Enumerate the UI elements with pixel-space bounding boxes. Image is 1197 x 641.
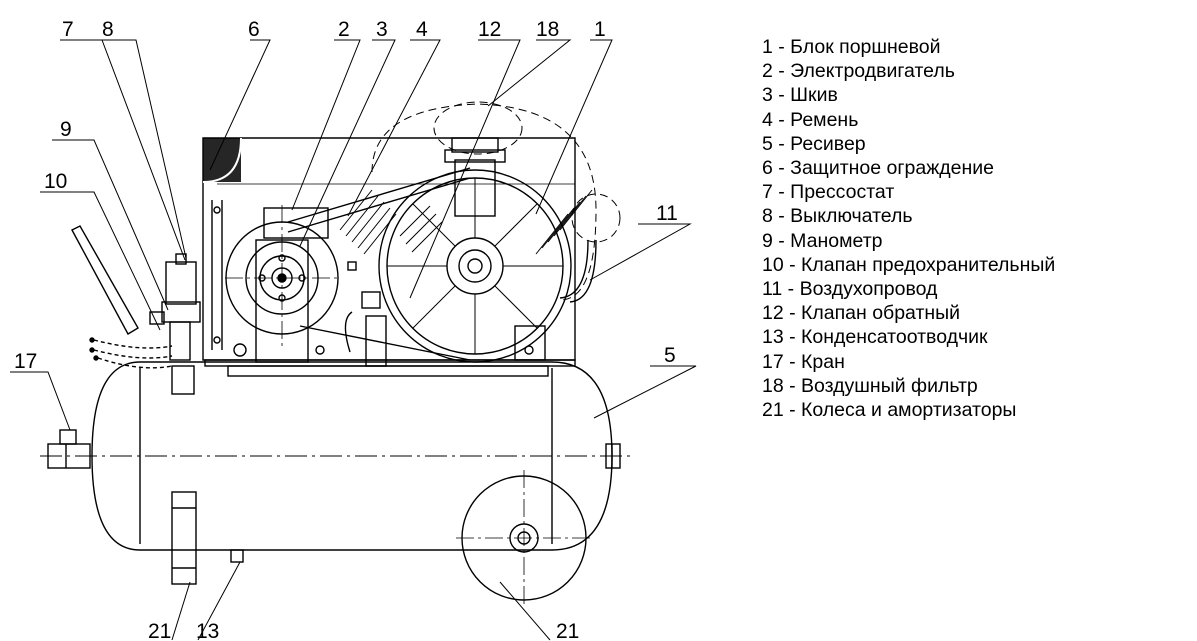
foot-absorber [171,491,197,585]
legend-item: 5 - Ресивер [762,132,866,155]
legend-item: 21 - Колеса и амортизаторы [762,399,1017,422]
legend-item: 7 - Прессостат [762,181,895,204]
legend-item: 1 - Блок поршневой [762,36,941,58]
callout-10: 10 [44,170,67,193]
legend-item: 10 - Клапан предохранительный [762,253,1056,276]
legend-item: 2 - Электродвигатель [762,60,955,83]
compressor-drawing: 7 8 6 2 3 4 12 18 1 9 10 11 5 17 21 13 2… [10,18,697,641]
legend-item: 17 - Кран [762,350,845,373]
air-filter [371,101,621,301]
drain-tap [47,429,91,469]
legend-item: 3 - Шкив [762,84,838,107]
callout-4: 4 [416,18,428,41]
pressure-switch-assembly [71,225,201,395]
legend-item: 11 - Воздухопровод [762,278,938,301]
callout-2: 2 [338,18,350,41]
condensate-drain [230,549,244,563]
callout-labels: 7 8 6 2 3 4 12 18 1 9 10 11 5 17 21 13 2… [14,18,678,641]
belt-guard [202,137,576,361]
legend-item: 9 - Манометр [762,229,883,252]
cylinder-fins [339,189,593,255]
callout-12: 12 [478,18,501,41]
wheel [456,470,592,606]
legend-item: 4 - Ремень [762,108,859,131]
flywheel [378,137,572,363]
callout-13: 13 [196,620,219,641]
callout-7: 7 [62,18,74,41]
callout-21-left: 21 [148,620,171,641]
callout-5: 5 [664,344,676,367]
motor-pulley [225,205,340,363]
callout-8: 8 [102,18,114,41]
legend-item: 12 - Клапан обратный [762,302,961,325]
leader-lines [10,39,697,641]
callout-17: 17 [14,350,37,373]
legend-item: 6 - Защитное ограждение [762,157,994,180]
legend-item: 8 - Выключатель [762,205,913,228]
legend-item: 13 - Конденсатоотводчик [762,326,988,349]
callout-9: 9 [60,118,72,141]
callout-21-right: 21 [556,620,579,641]
callout-6: 6 [248,18,260,41]
callout-3: 3 [376,18,388,41]
callout-18: 18 [536,18,559,41]
parts-legend: 1 - Блок поршневой 2 - Электродвигатель … [762,35,1055,422]
callout-11: 11 [656,202,678,225]
callout-1: 1 [594,18,606,41]
check-valve [233,261,546,367]
receiver-tank [40,361,630,551]
legend-item: 18 - Воздушный фильтр [762,374,978,397]
air-line [559,239,597,303]
